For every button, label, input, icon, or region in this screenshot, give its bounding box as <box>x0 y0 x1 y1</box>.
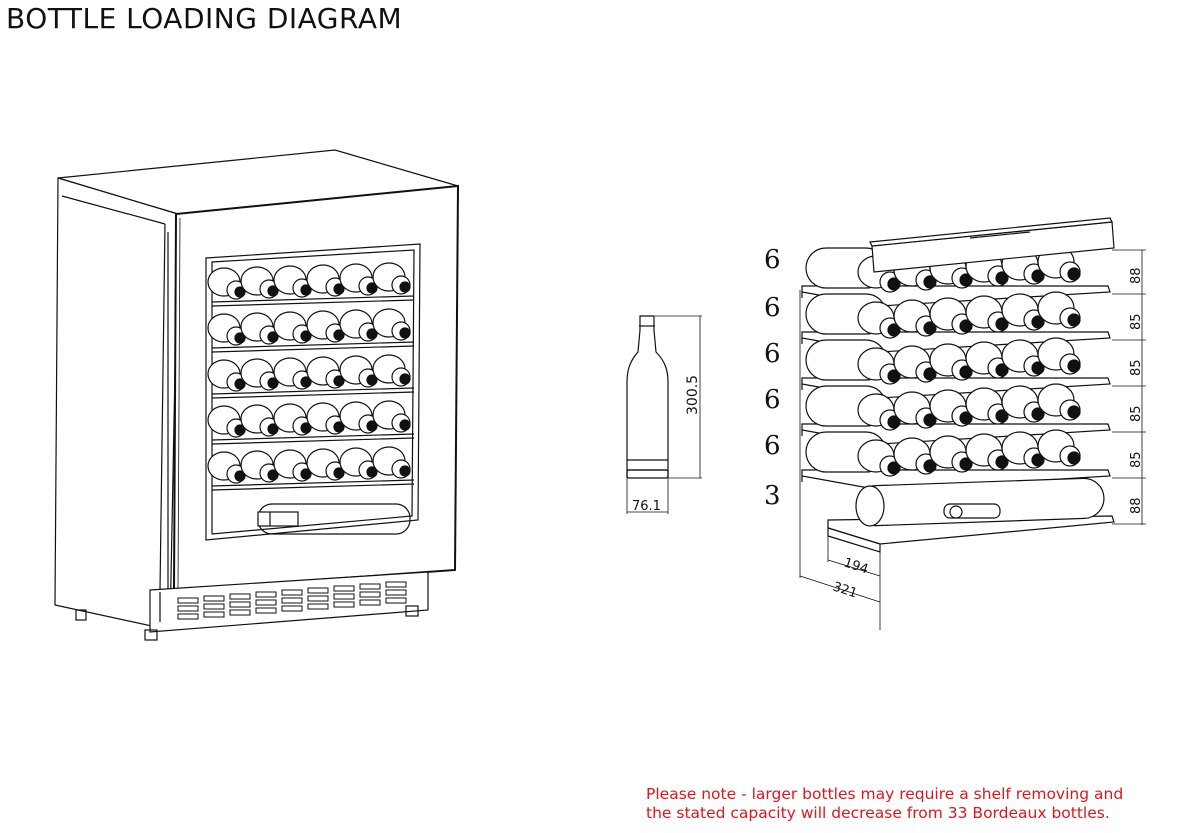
shelf-count-5: 6 <box>764 431 781 461</box>
bottle-end <box>1037 291 1081 329</box>
control-panel <box>869 217 1115 273</box>
bottle-end <box>857 393 901 431</box>
capacity-note-line-1: Please note - larger bottles may require… <box>646 785 1124 803</box>
bottle-end <box>240 312 279 345</box>
fridge-foot <box>144 629 158 641</box>
bottle-end <box>929 435 973 473</box>
shelf-height-6: 88 <box>1129 497 1144 514</box>
fridge-bottom-bottle <box>257 503 411 535</box>
depth-dimensions <box>799 290 881 630</box>
bottle-end <box>207 313 246 346</box>
bottle-end <box>857 347 901 385</box>
fridge-vents <box>177 581 407 620</box>
bottle-end <box>372 262 411 295</box>
bottle-end <box>273 311 312 344</box>
shelf-count-1: 6 <box>764 245 781 275</box>
shelf-count-4: 6 <box>764 385 781 415</box>
bottle-end <box>893 345 937 383</box>
fridge-shelves <box>207 262 415 491</box>
shelf-height-5: 85 <box>1129 451 1144 468</box>
bottle-end <box>306 310 345 343</box>
fridge-shelf-rail <box>211 387 415 395</box>
bottle-end <box>857 439 901 477</box>
rack-bottom-bottles <box>827 477 1115 553</box>
shelf-count-2: 6 <box>764 293 781 323</box>
bottle-end <box>1001 385 1045 423</box>
bottle-end <box>207 267 246 300</box>
bottle-end <box>339 401 378 434</box>
bottle-end <box>372 446 411 479</box>
bottle-dimension-drawing <box>626 315 702 514</box>
shelf-count-3: 6 <box>764 339 781 369</box>
wine-fridge-illustration <box>54 149 460 641</box>
bottle-end <box>339 263 378 296</box>
bottle-end <box>240 450 279 483</box>
fridge-shelf-rail <box>211 295 415 303</box>
bottle-end <box>372 354 411 387</box>
shelf-height-3: 85 <box>1129 359 1144 376</box>
shelf-height-2: 85 <box>1129 313 1144 330</box>
bottle-end <box>857 255 901 293</box>
fridge-door-glass <box>205 243 421 541</box>
bottle-end <box>1037 337 1081 375</box>
bottle-diameter-label: 76.1 <box>632 499 661 514</box>
bottle-end <box>240 266 279 299</box>
bottle-end <box>306 356 345 389</box>
bottle-end <box>240 358 279 391</box>
bottle-end <box>965 433 1009 471</box>
bottle-end <box>372 308 411 341</box>
bottle-end <box>372 400 411 433</box>
shelf-rack-drawing <box>801 245 1111 491</box>
bottle-outline <box>626 315 669 471</box>
bottle-end <box>1037 383 1081 421</box>
capacity-note-line-2: the stated capacity will decrease from 3… <box>646 804 1110 822</box>
page-title: BOTTLE LOADING DIAGRAM <box>6 2 403 35</box>
bottle-end <box>207 405 246 438</box>
fridge-shelf-rail <box>211 341 415 349</box>
fridge-side <box>54 177 179 631</box>
shelf-height-dimensions <box>1112 249 1146 525</box>
bottle-end <box>207 359 246 392</box>
bottle-end <box>306 448 345 481</box>
bottle-end <box>893 391 937 429</box>
bottle-end <box>339 447 378 480</box>
bottle-end <box>1001 293 1045 331</box>
bottle-end <box>929 389 973 427</box>
depth-outer-label: 321 <box>831 580 859 602</box>
fridge-shelf-rail <box>211 433 415 441</box>
bottle-end <box>1001 431 1045 469</box>
fridge-foot <box>75 609 87 621</box>
bottle-end <box>273 265 312 298</box>
fridge-shelf-rail <box>211 479 415 487</box>
shelf-height-4: 85 <box>1129 405 1144 422</box>
bottle-end <box>339 309 378 342</box>
capacity-note: Please note - larger bottles may require… <box>646 785 1176 823</box>
bottle-end <box>1037 429 1081 467</box>
bottle-end <box>207 451 246 484</box>
bottle-end <box>273 449 312 482</box>
shelf-height-1: 88 <box>1129 267 1144 284</box>
bottle-end <box>306 264 345 297</box>
bottle-end <box>306 402 345 435</box>
bottle-end <box>893 299 937 337</box>
bottle-end <box>929 343 973 381</box>
fridge-foot <box>405 605 419 617</box>
shelf-count-6: 3 <box>764 481 781 511</box>
bottle-end <box>857 301 901 339</box>
bottle-height-label: 300.5 <box>685 375 701 415</box>
depth-inner-label: 194 <box>842 556 870 578</box>
